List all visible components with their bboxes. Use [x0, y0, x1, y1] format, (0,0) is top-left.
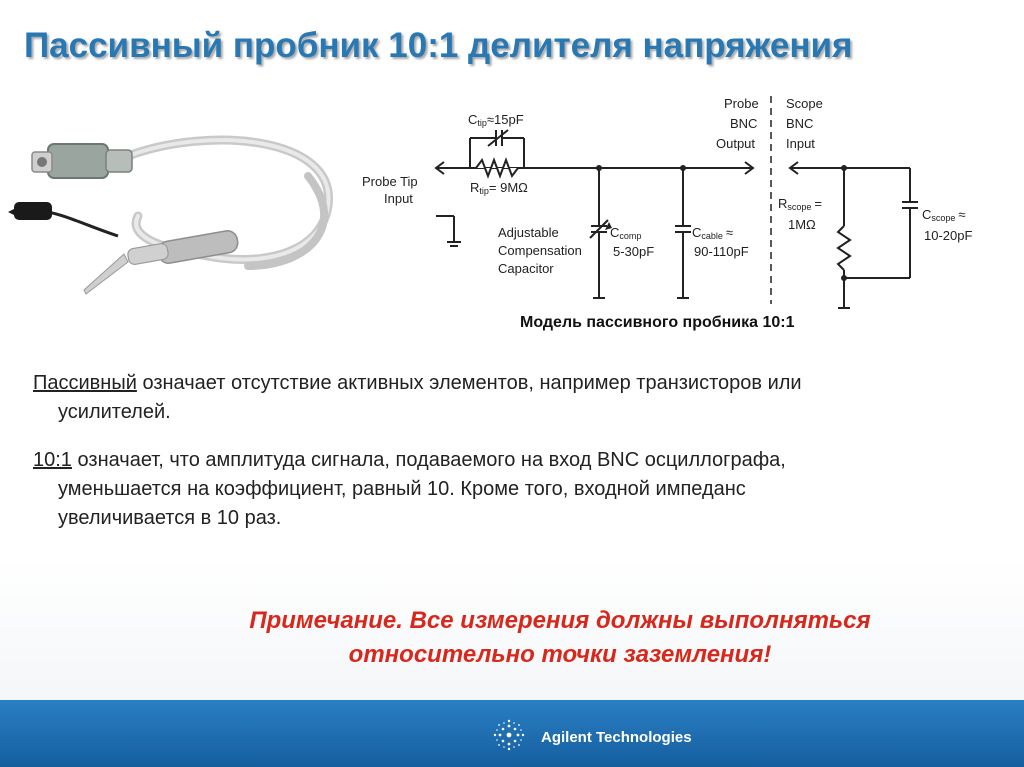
ccomp-value: 5-30pF: [613, 244, 654, 259]
agilent-spark-logo-icon: [493, 719, 525, 751]
svg-text:Ccomp: Ccomp: [610, 225, 641, 241]
probe-tip-label: Probe Tip: [362, 174, 418, 189]
scope-bnc-label-1: Scope: [786, 96, 823, 111]
cscope-sub: scope: [931, 213, 955, 223]
ccable-value: 90-110pF: [694, 244, 749, 259]
ccomp-sub: comp: [619, 231, 641, 241]
cscope-approx: ≈: [958, 207, 965, 222]
ccable-approx: ≈: [726, 225, 733, 240]
note-line: относительно точки заземления!: [348, 641, 772, 668]
scope-bnc-label-2: BNC: [786, 116, 813, 131]
paragraph-text: означает, что амплитуда сигнала, подавае…: [71, 449, 786, 471]
compensation-label: Compensation: [498, 243, 582, 258]
svg-text:Cscope≈: Cscope≈: [922, 207, 966, 223]
ctip-main: C: [468, 112, 477, 127]
paragraph-passive: Пассивный означает отсутствие активных э…: [33, 369, 1024, 427]
svg-text:Rtip= 9MΩ: Rtip= 9MΩ: [470, 180, 528, 196]
ctip-sub: tip: [477, 118, 487, 128]
slide-title: Пассивный пробник 10:1 делителя напряжен…: [24, 26, 853, 65]
scope-bnc-label-3: Input: [786, 136, 815, 151]
brand-name: Agilent Technologies: [541, 729, 692, 746]
probe-bnc-label-2: BNC: [730, 116, 757, 131]
ccable-main: C: [692, 225, 701, 240]
rscope-main: R: [778, 196, 787, 211]
paragraph-text: усилителей.: [58, 401, 171, 423]
keyword-ratio: 10:1: [33, 449, 72, 471]
cscope-value: 10-20pF: [924, 228, 972, 243]
ctip-value: ≈15pF: [487, 112, 524, 127]
paragraph-ratio: 10:1 означает, что амплитуда сигнала, по…: [33, 446, 1024, 533]
oscilloscope-probe-photo: [8, 135, 333, 295]
ground-note: Примечание. Все измерения должны выполня…: [100, 604, 1020, 672]
paragraph-text: уменьшается на коэффициент, равный 10. К…: [58, 478, 746, 500]
footer-bar: Agilent Technologies: [0, 700, 1024, 767]
rscope-sub: scope: [787, 202, 811, 212]
paragraph-text: увеличивается в 10 раз.: [58, 507, 282, 529]
rtip-value: = 9MΩ: [489, 180, 528, 195]
probe-bnc-label-1: Probe: [724, 96, 759, 111]
probe-bnc-label-3: Output: [716, 136, 755, 151]
rscope-eq: =: [814, 196, 822, 211]
keyword-passive: Пассивный: [33, 372, 137, 394]
svg-text:Rscope=: Rscope=: [778, 196, 822, 212]
rtip-sub: tip: [479, 186, 489, 196]
note-line: Примечание. Все измерения должны выполня…: [249, 607, 871, 634]
ccable-sub: cable: [701, 231, 723, 241]
probe-tip-input-label: Input: [384, 191, 413, 206]
diagram-caption: Модель пассивного пробника 10:1: [520, 314, 795, 331]
ccomp-main: C: [610, 225, 619, 240]
paragraph-text: означает отсутствие активных элементов, …: [136, 372, 802, 394]
svg-text:Ccable≈: Ccable≈: [692, 225, 733, 241]
svg-text:Ctip≈15pF: Ctip≈15pF: [468, 112, 524, 128]
cscope-main: C: [922, 207, 931, 222]
capacitor-label: Capacitor: [498, 261, 554, 276]
probe-circuit-diagram: Probe Tip Input Ctip≈15pF Rtip= 9MΩ Adju…: [362, 96, 972, 309]
adjustable-label: Adjustable: [498, 225, 559, 240]
rscope-value: 1MΩ: [788, 217, 816, 232]
rtip-main: R: [470, 180, 479, 195]
